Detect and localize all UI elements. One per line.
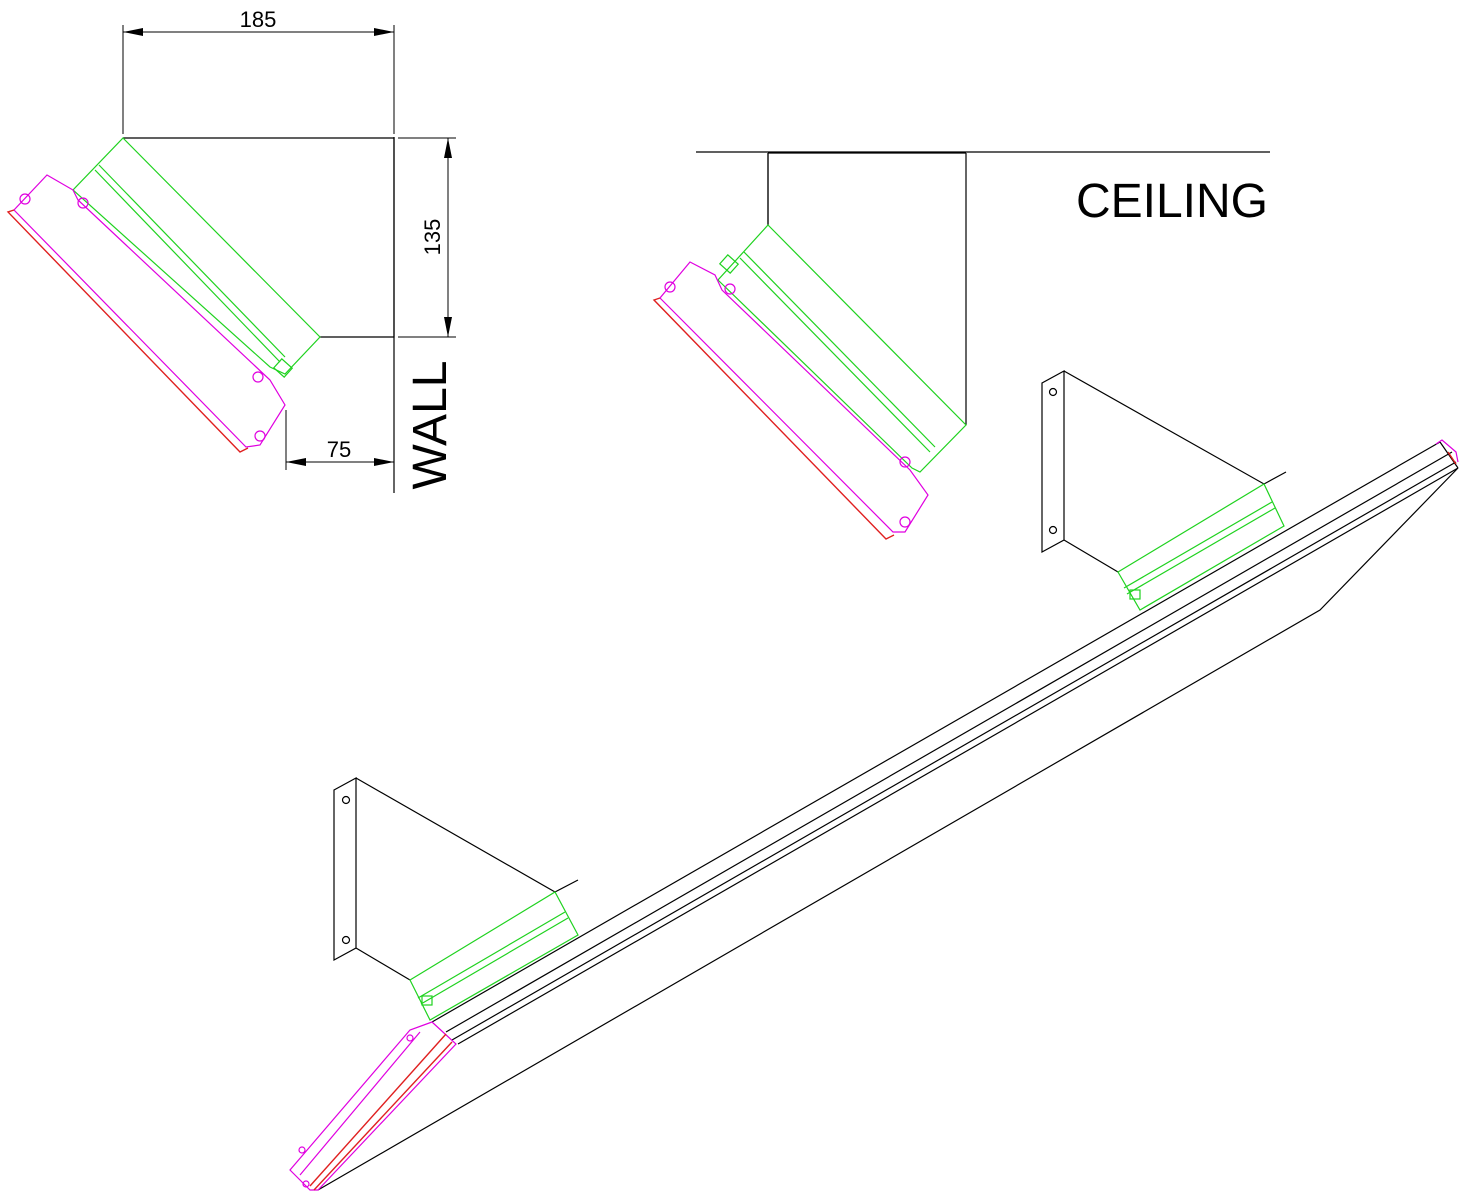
wall-mount-view: 185 135 75 WALL <box>6 7 457 493</box>
iso-panel-far-end <box>1435 439 1459 465</box>
iso-panel-body <box>317 441 1459 1191</box>
wall-bracket-arm <box>72 137 321 378</box>
wall-panel-edge <box>6 209 249 453</box>
dimension-135: 135 <box>398 137 456 338</box>
wall-panel-frame <box>13 174 286 448</box>
ceiling-bracket-arm <box>717 224 967 473</box>
ceiling-label: CEILING <box>1076 175 1268 228</box>
dimension-135-label: 135 <box>420 219 445 256</box>
dimension-75: 75 <box>285 410 394 470</box>
iso-bracket-right <box>1041 369 1287 611</box>
iso-bracket-left <box>333 776 579 1021</box>
dimension-185-label: 185 <box>240 7 277 32</box>
ceiling-mount-view: CEILING <box>652 151 1270 540</box>
dimension-75-label: 75 <box>327 437 351 462</box>
wall-label: WALL <box>404 361 457 490</box>
dimension-185: 185 <box>122 7 395 134</box>
iso-panel-end <box>289 1021 457 1191</box>
isometric-view <box>289 369 1459 1191</box>
wall-bracket-outline <box>123 137 395 338</box>
ceiling-panel-edge <box>652 297 895 540</box>
ceiling-panel-frame <box>659 261 929 533</box>
